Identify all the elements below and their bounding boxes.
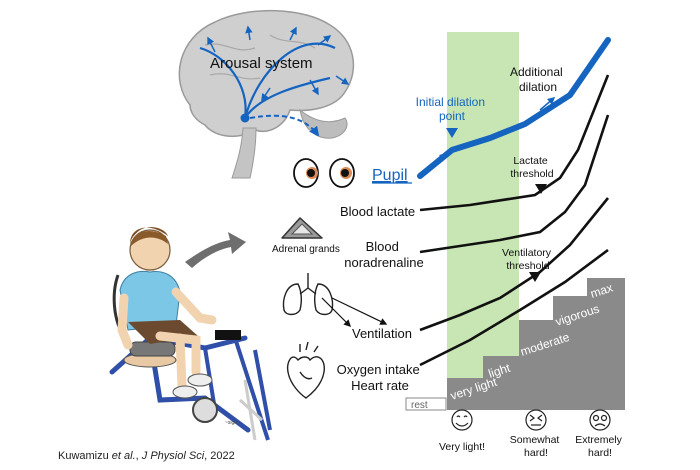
step-label-rest: rest [411, 400, 428, 411]
ventilation-label: Ventilation [352, 326, 412, 341]
citation-authors: Kuwamizu [58, 450, 112, 462]
heart-icon [286, 341, 325, 399]
citation: Kuwamizu et al., J Physiol Sci, 2022 [58, 450, 235, 462]
blood-noradrenaline-curve [419, 114, 610, 254]
dizzy-face-icon [589, 409, 611, 431]
step-label-max: max [589, 281, 615, 301]
initial-dilation-label: Initial dilation point [416, 95, 489, 123]
exercise-intensity-steps [405, 278, 625, 411]
brain-illustration [178, 9, 355, 179]
effect-arrow [185, 232, 246, 268]
very-light-label: Very light! [439, 441, 485, 453]
lungs-icon [282, 273, 334, 316]
additional-dilation-arrow [539, 97, 556, 111]
pupil-label: Pupil [372, 167, 408, 184]
arousal-system-label: Arousal system [210, 55, 313, 72]
smile-face-icon [451, 409, 473, 431]
lactate-threshold-label: Lactate threshold [510, 155, 553, 180]
ventilatory-threshold-marker [529, 272, 541, 282]
initial-dilation-arrow [431, 153, 448, 167]
lactate-threshold-marker [535, 184, 547, 194]
somewhat-hard-label: Somewhat hard! [510, 434, 563, 459]
person-on-bike-illustration: ~sign~ [109, 227, 272, 441]
citation-etal: et al. [111, 450, 136, 462]
citation-year: , 2022 [204, 450, 235, 462]
adrenal-glands-label: Adrenal grands [272, 244, 340, 255]
additional-dilation-label: Additional dilation [510, 65, 566, 94]
ventilatory-threshold-label: Ventilatory threshold [502, 247, 554, 272]
oxygen-heart-curve [419, 248, 609, 367]
neutral-face-icon [525, 409, 547, 431]
citation-sep: , [135, 450, 142, 462]
step-label-light: light [487, 361, 513, 381]
initial-dilation-band [447, 32, 519, 410]
oxygen-heart-label: Oxygen intake Heart rate [337, 362, 424, 393]
ventilation-curve [419, 197, 610, 332]
blood-lactate-curve [419, 74, 610, 212]
citation-journal: J Physiol Sci [141, 450, 205, 462]
blood-lactate-label: Blood lactate [340, 204, 415, 219]
blood-noradrenaline-label: Blood noradrenaline [344, 239, 424, 270]
lungs-to-ventilation-arrow [321, 297, 352, 328]
adrenal-to-noradrenaline-arrow [331, 297, 388, 325]
eyes-icon [293, 158, 355, 188]
rest-step [405, 397, 447, 411]
initial-dilation-marker [446, 128, 458, 138]
extremely-hard-label: Extremely hard! [575, 434, 625, 459]
adrenal-gland-icon [281, 217, 323, 239]
svg-text:~sign~: ~sign~ [225, 420, 240, 426]
